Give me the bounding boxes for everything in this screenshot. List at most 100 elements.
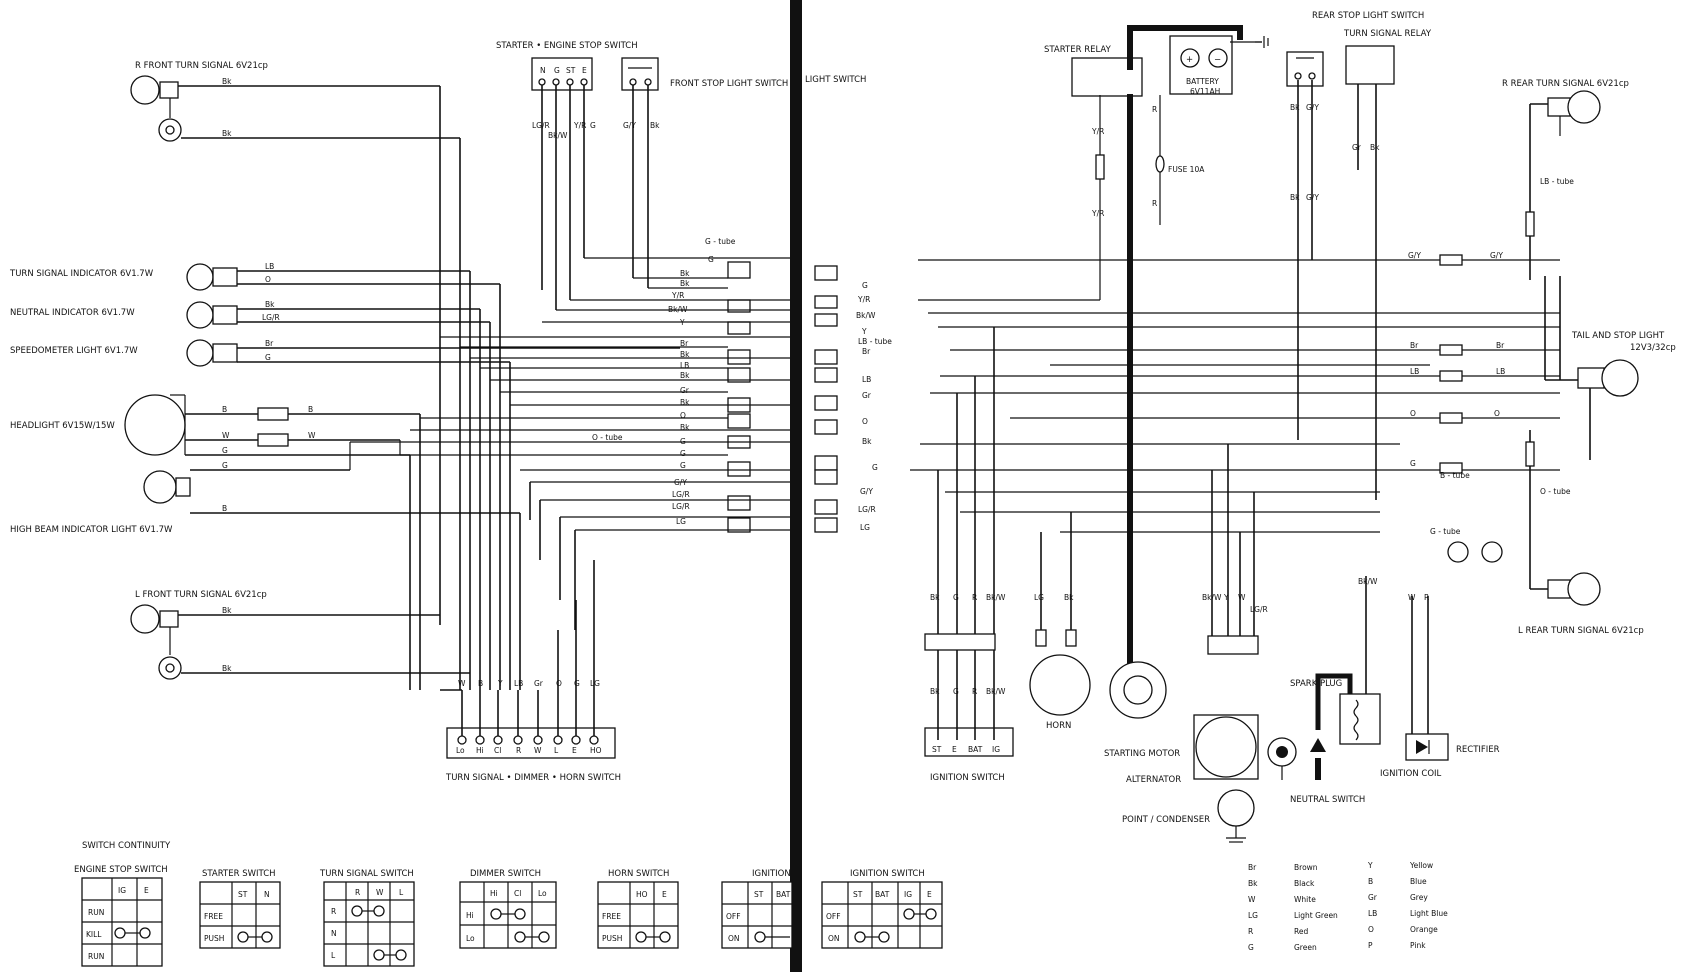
l-rear-turn-signal-label: L REAR TURN SIGNAL 6V21cp [1518, 626, 1644, 636]
continuity-title: SWITCH CONTINUITY [82, 841, 171, 851]
svg-text:Y: Y [497, 679, 503, 688]
svg-text:W: W [1248, 895, 1256, 904]
svg-text:PUSH: PUSH [602, 934, 622, 943]
svg-text:Yellow: Yellow [1409, 861, 1433, 870]
svg-text:Bk: Bk [930, 593, 940, 602]
svg-text:N: N [331, 929, 337, 938]
rectifier-label: RECTIFIER [1456, 745, 1500, 755]
svg-text:FREE: FREE [204, 912, 223, 921]
svg-text:O: O [265, 275, 271, 284]
svg-text:W: W [222, 431, 230, 440]
svg-text:Hi: Hi [466, 911, 474, 920]
svg-text:Bk/W: Bk/W [548, 131, 568, 140]
svg-text:IG: IG [904, 890, 912, 899]
svg-text:Brown: Brown [1294, 863, 1318, 872]
svg-text:G: G [680, 461, 686, 470]
ignition-switch-label: IGNITION SWITCH [930, 773, 1005, 783]
svg-text:O: O [1410, 409, 1416, 418]
svg-text:B: B [308, 405, 313, 414]
svg-text:Bk/W: Bk/W [668, 305, 688, 314]
svg-text:Bk: Bk [680, 279, 690, 288]
svg-text:LG/R: LG/R [532, 121, 550, 130]
headlight-label: HEADLIGHT 6V15W/15W [10, 421, 115, 431]
svg-text:ST: ST [932, 745, 942, 754]
svg-text:Y/R: Y/R [857, 295, 870, 304]
svg-text:Blue: Blue [1410, 877, 1427, 886]
svg-text:G/Y: G/Y [1306, 103, 1319, 112]
svg-text:BAT: BAT [968, 745, 983, 754]
svg-text:G: G [680, 437, 686, 446]
svg-text:G: G [680, 449, 686, 458]
svg-text:RUN: RUN [88, 952, 104, 961]
svg-text:G: G [222, 446, 228, 455]
svg-text:G/Y: G/Y [860, 487, 873, 496]
starter-engine-stop-label: STARTER • ENGINE STOP SWITCH [496, 41, 638, 51]
svg-text:R: R [331, 907, 336, 916]
svg-text:Bk: Bk [222, 77, 232, 86]
high-beam-indicator-label: HIGH BEAM INDICATOR LIGHT 6V1.7W [10, 525, 173, 535]
svg-text:LG/R: LG/R [672, 490, 690, 499]
svg-text:HO: HO [636, 890, 648, 899]
point-condenser [1217, 789, 1255, 843]
ignition-coil-label: IGNITION COIL [1380, 769, 1442, 779]
svg-text:N: N [540, 66, 546, 75]
svg-text:N: N [264, 890, 270, 899]
svg-text:Grey: Grey [1410, 893, 1428, 902]
svg-text:White: White [1294, 895, 1316, 904]
dimmer-switch-title: DIMMER SWITCH [470, 869, 541, 879]
svg-text:RUN: RUN [88, 908, 104, 917]
svg-text:Y: Y [679, 318, 685, 327]
svg-text:G - tube: G - tube [1430, 527, 1461, 536]
horn [1029, 629, 1091, 716]
svg-text:PUSH: PUSH [204, 934, 224, 943]
svg-text:W: W [376, 888, 384, 897]
front-stop-light-label: FRONT STOP LIGHT SWITCH [670, 79, 788, 89]
svg-text:Y/R: Y/R [1091, 127, 1104, 136]
light-switch-label: LIGHT SWITCH [805, 75, 866, 85]
svg-text:O: O [680, 411, 686, 420]
svg-text:LG/R: LG/R [262, 313, 280, 322]
svg-text:ST: ST [238, 890, 248, 899]
page-seam [790, 0, 802, 972]
svg-text:Y: Y [1223, 593, 1229, 602]
svg-text:Y/R: Y/R [573, 121, 586, 130]
svg-text:Bk: Bk [222, 129, 232, 138]
svg-text:Bk: Bk [222, 606, 232, 615]
rear-stop-light-label: REAR STOP LIGHT SWITCH [1312, 11, 1424, 21]
svg-text:Gr: Gr [862, 391, 872, 400]
svg-text:LG/R: LG/R [858, 505, 876, 514]
svg-text:IG: IG [992, 745, 1000, 754]
svg-text:G: G [1410, 459, 1416, 468]
svg-text:Black: Black [1294, 879, 1315, 888]
point-condenser-label: POINT / CONDENSER [1122, 815, 1210, 825]
l-rear-turn-signal-lamp [1547, 572, 1601, 606]
svg-text:LB: LB [514, 679, 523, 688]
svg-text:Bk: Bk [680, 371, 690, 380]
svg-text:Br: Br [265, 339, 274, 348]
svg-text:G: G [590, 121, 596, 130]
ignition-coil [1339, 693, 1381, 745]
high-beam-indicator-lamp [143, 470, 191, 504]
turn-signal-relay-label: TURN SIGNAL RELAY [1343, 29, 1432, 39]
svg-text:Bk: Bk [650, 121, 660, 130]
svg-text:B: B [478, 679, 483, 688]
svg-text:ST: ST [754, 890, 764, 899]
engine-stop-switch-title: ENGINE STOP SWITCH [74, 865, 168, 875]
svg-text:R: R [1152, 105, 1157, 114]
svg-text:G/Y: G/Y [623, 121, 636, 130]
svg-text:B: B [222, 405, 227, 414]
svg-text:Bk: Bk [1370, 143, 1380, 152]
svg-text:R: R [1248, 927, 1253, 936]
svg-text:Br: Br [1410, 341, 1419, 350]
svg-text:E: E [662, 890, 667, 899]
svg-text:Cl: Cl [494, 746, 501, 755]
svg-text:ON: ON [828, 934, 840, 943]
svg-text:LG: LG [1248, 911, 1258, 920]
svg-text:G/Y: G/Y [1408, 251, 1421, 260]
svg-text:LB - tube: LB - tube [1540, 177, 1574, 186]
svg-text:Bk: Bk [1248, 879, 1258, 888]
svg-text:Lo: Lo [456, 746, 465, 755]
svg-text:G: G [862, 281, 868, 290]
svg-text:LB: LB [1496, 367, 1505, 376]
r-rear-turn-signal-label: R REAR TURN SIGNAL 6V21cp [1502, 79, 1629, 89]
